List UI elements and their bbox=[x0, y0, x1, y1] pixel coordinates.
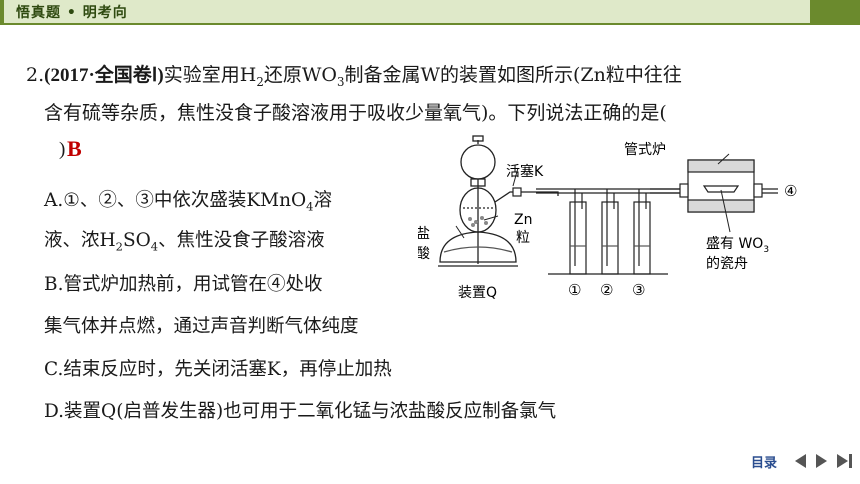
question-source: (2017·全国卷Ⅰ) bbox=[44, 65, 164, 86]
label-acid-2: 酸 bbox=[418, 246, 430, 262]
header-bar: 悟真题 • 明考向 bbox=[0, 0, 860, 27]
footer-nav: 目录 bbox=[751, 450, 852, 472]
label-tube-2: ② bbox=[600, 281, 613, 299]
answer-block: )B bbox=[59, 136, 82, 162]
option-a-text-end: 溶 bbox=[313, 190, 332, 211]
furnace-leader bbox=[717, 153, 730, 165]
option-a2-so: SO bbox=[122, 230, 151, 251]
question-line-1: 2.(2017·全国卷Ⅰ)实验室用H2还原WO3制备金属W的装置如图所示(Zn粒… bbox=[26, 60, 682, 89]
sub-wo3: 3 bbox=[336, 74, 345, 89]
zn-leader bbox=[483, 215, 499, 221]
label-boat-1: 盛有 WO3 bbox=[706, 236, 769, 255]
label-acid-1: 盐 bbox=[418, 226, 430, 242]
header-tab bbox=[0, 0, 810, 23]
label-tube-1: ① bbox=[568, 281, 581, 299]
wash-bottle-3 bbox=[633, 189, 651, 275]
option-a2-end: 、焦性没食子酸溶液 bbox=[158, 230, 325, 251]
option-a-line-2: 液、浓H2SO4、焦性没食子酸溶液 bbox=[44, 226, 325, 254]
label-zn-2: 粒 bbox=[516, 230, 530, 246]
sub-h2: 2 bbox=[256, 74, 264, 89]
label-boat-2: 的瓷舟 bbox=[706, 256, 748, 272]
sub-kmno4: 4 bbox=[306, 199, 314, 214]
question-text-c: 制备金属W的装置如图所示(Zn粒中往往 bbox=[344, 64, 682, 86]
acid-leader bbox=[455, 225, 465, 239]
option-a2-text: 液、浓H bbox=[44, 230, 116, 251]
label-tube-3: ③ bbox=[632, 281, 645, 299]
zn-granules bbox=[468, 216, 488, 227]
option-d: D.装置Q(启普发生器)也可用于二氧化锰与浓盐酸反应制备氯气 bbox=[44, 401, 557, 422]
option-c: C.结束反应时，先关闭活塞K，再停止加热 bbox=[44, 359, 392, 380]
valve-leader bbox=[512, 167, 519, 187]
question-number: 2. bbox=[26, 64, 45, 86]
header-corner bbox=[810, 0, 860, 23]
valve-tube bbox=[494, 191, 536, 203]
sub-h2so4-o: 4 bbox=[150, 239, 159, 254]
option-a-text: A.①、②、③中依次盛装KMnO bbox=[44, 190, 307, 211]
option-b-line-1: B.管式炉加热前，用试管在④处收 bbox=[44, 274, 323, 295]
wash-bottle-1 bbox=[569, 189, 587, 275]
option-b-line-2: 集气体并点燃，通过声音判断气体纯度 bbox=[44, 316, 359, 337]
wash-bottle-2 bbox=[601, 189, 619, 275]
last-page-icon[interactable] bbox=[837, 454, 852, 468]
header-title: 悟真题 • 明考向 bbox=[16, 5, 128, 21]
label-valve-k: 活塞K bbox=[506, 163, 544, 180]
question-text-a: 实验室用H bbox=[163, 64, 257, 86]
tube-furnace bbox=[679, 159, 763, 213]
sub-h2so4-h: 2 bbox=[115, 239, 123, 254]
question-line-2: 含有硫等杂质，焦性没食子酸溶液用于吸收少量氧气)。下列说法正确的是( bbox=[44, 102, 667, 124]
valve-k bbox=[512, 187, 522, 197]
prev-page-icon[interactable] bbox=[795, 454, 806, 468]
contents-link[interactable]: 目录 bbox=[750, 455, 777, 471]
next-page-icon[interactable] bbox=[816, 454, 827, 468]
answer-letter: B bbox=[67, 136, 82, 161]
label-device-q: 装置Q bbox=[458, 285, 497, 301]
gas-line-a bbox=[536, 191, 559, 196]
porcelain-boat bbox=[702, 185, 740, 193]
question-text-b: 还原WO bbox=[263, 64, 337, 86]
answer-close-paren: ) bbox=[59, 139, 66, 160]
label-furnace: 管式炉 bbox=[624, 142, 666, 158]
boat-leader bbox=[720, 189, 731, 233]
option-a-line-1: A.①、②、③中依次盛装KMnO4溶 bbox=[44, 186, 332, 214]
label-outlet-4: ④ bbox=[784, 182, 797, 200]
header-accent bbox=[0, 0, 4, 23]
apparatus-diagram: 活塞K Zn 粒 盐 酸 装置Q ① ② ③ 管式炉 ④ 盛有 WO3 的瓷舟 bbox=[418, 135, 797, 301]
label-zn: Zn bbox=[514, 212, 532, 228]
header-line bbox=[0, 23, 860, 25]
kipp-generator bbox=[438, 135, 518, 267]
